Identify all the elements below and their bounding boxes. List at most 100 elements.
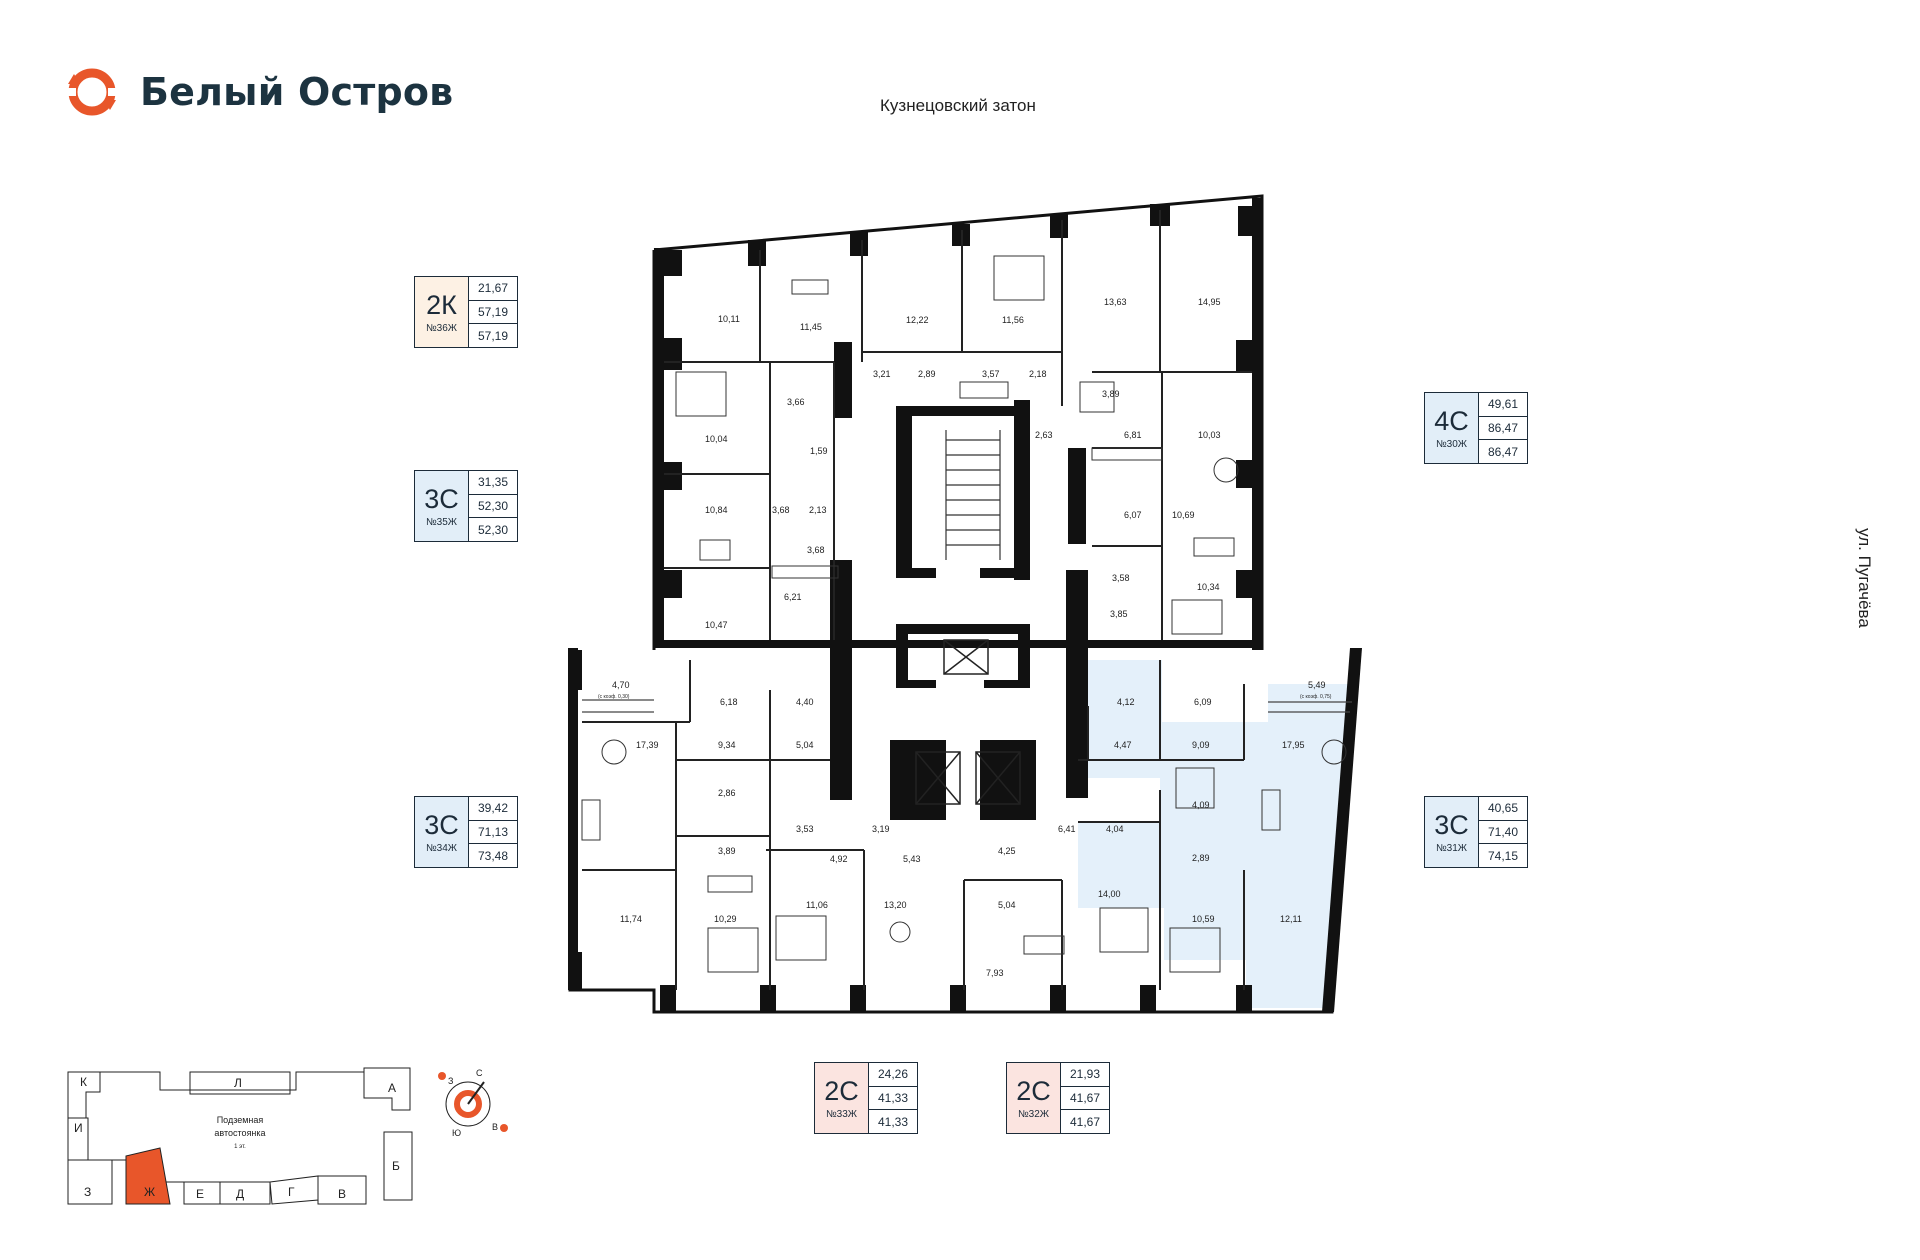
- sofa-icon: [581, 799, 601, 841]
- room-area: 2,63: [1035, 430, 1053, 440]
- apartment-number: №36Ж: [425, 322, 458, 334]
- room-area: 11,56: [1002, 315, 1024, 325]
- living-area: 21,67: [469, 277, 517, 301]
- section-label: Л: [234, 1076, 242, 1090]
- parking-label: 1 эт.: [234, 1144, 246, 1150]
- section-label: З: [84, 1185, 91, 1199]
- total-area: 41,67: [1061, 1087, 1109, 1111]
- room-area: 10,59: [1192, 914, 1215, 924]
- living-area: 21,93: [1061, 1063, 1109, 1087]
- section-label: В: [338, 1187, 346, 1201]
- room-area: 12,11: [1280, 914, 1302, 924]
- bed-icon: [993, 255, 1045, 301]
- section-label: К: [80, 1075, 87, 1089]
- room-area: 6,07: [1124, 510, 1142, 520]
- room-area: 10,29: [714, 914, 737, 924]
- total-area: 57,19: [469, 301, 517, 325]
- apartment-number: №30Ж: [1435, 438, 1468, 450]
- dining-table-icon: [1321, 739, 1347, 765]
- room-area: 10,11: [718, 314, 740, 324]
- sofa-icon: [699, 539, 731, 561]
- parking-label: Подземная: [217, 1115, 264, 1125]
- thick-walls: [568, 198, 1362, 1012]
- living-area: 31,35: [469, 471, 517, 495]
- bath-icon: [707, 875, 753, 893]
- total-area: 71,40: [1479, 821, 1527, 845]
- room-area: 4,25: [998, 846, 1016, 856]
- section-d-outline: [219, 1181, 271, 1205]
- total-area: 52,30: [469, 495, 517, 519]
- apartment-31-area: [1078, 660, 1354, 1008]
- compass-east: В: [492, 1122, 498, 1132]
- room-area: 4,47: [1114, 740, 1132, 750]
- section-v-outline: [317, 1175, 367, 1205]
- room-area: 6,21: [784, 592, 802, 602]
- room-area: 2,89: [918, 369, 936, 379]
- room-area: 2,86: [718, 788, 736, 798]
- room-area: 4,12: [1117, 697, 1135, 707]
- room-area: 3,57: [982, 369, 1000, 379]
- room-area: 9,34: [718, 740, 736, 750]
- room-area: 5,04: [998, 900, 1016, 910]
- apartment-type: 2К: [426, 289, 457, 320]
- apartment-type: 2С: [824, 1075, 859, 1106]
- room-area: 10,47: [705, 620, 728, 630]
- room-area: 12,22: [906, 315, 929, 325]
- room-area: 3,89: [718, 846, 736, 856]
- room-area: 3,89: [1102, 389, 1120, 399]
- dining-table-icon: [1213, 457, 1239, 483]
- bed-icon: [675, 371, 727, 417]
- room-area: 13,20: [884, 900, 907, 910]
- room-area: 7,93: [986, 968, 1004, 978]
- apartment-type: 3С: [424, 483, 459, 514]
- apartment-type: 2С: [1016, 1075, 1051, 1106]
- brand-logo[interactable]: Белый Остров: [64, 64, 453, 120]
- total-area-with-balcony: 86,47: [1487, 444, 1519, 459]
- section-label: Б: [392, 1159, 400, 1173]
- balconies: [582, 699, 1352, 713]
- room-area: 13,63: [1104, 297, 1127, 307]
- apartment-card-36[interactable]: 2К №36Ж 21,67 57,19 57,19: [414, 276, 518, 348]
- room-area: 6,18: [720, 697, 738, 707]
- total-area-with-balcony: 52,30: [477, 522, 509, 537]
- room-area: 9,09: [1192, 740, 1210, 750]
- room-area: 14,95: [1198, 297, 1221, 307]
- living-area: 40,65: [1479, 797, 1527, 821]
- room-area: 2,13: [809, 505, 827, 515]
- section-b-outline: [383, 1131, 413, 1201]
- room-area-labels: 10,11 11,45 12,22 11,56 13,63 14,95 3,21…: [598, 297, 1332, 978]
- sofa-icon: [1023, 935, 1065, 955]
- parking-label: автостоянка: [214, 1128, 265, 1138]
- elevator-icon: [915, 639, 1021, 805]
- section-a-outline: [363, 1067, 411, 1111]
- room-area: 4,40: [796, 697, 814, 707]
- bed-icon: [1171, 599, 1223, 635]
- furniture-icons: [581, 255, 1347, 973]
- room-area: 6,81: [1124, 430, 1142, 440]
- sofa-icon: [1193, 537, 1235, 557]
- stair-icon: [945, 430, 1001, 560]
- apartment-number: №31Ж: [1435, 842, 1468, 854]
- total-area-with-balcony: 57,19: [477, 328, 509, 343]
- apartment-type: 4С: [1434, 405, 1469, 436]
- room-area: 3,68: [772, 505, 790, 515]
- room-area: 10,34: [1197, 582, 1220, 592]
- bed-icon: [775, 915, 827, 961]
- bed-icon: [707, 927, 759, 973]
- section-l-outline: [189, 1071, 291, 1095]
- room-area: 4,92: [830, 854, 848, 864]
- room-area: 2,89: [1192, 853, 1210, 863]
- room-area: 5,04: [796, 740, 814, 750]
- total-area-with-balcony: 73,48: [477, 848, 509, 863]
- room-area: 3,58: [1112, 573, 1130, 583]
- living-area: 49,61: [1479, 393, 1527, 417]
- room-area: 3,85: [1110, 609, 1128, 619]
- section-label: Д: [236, 1187, 244, 1201]
